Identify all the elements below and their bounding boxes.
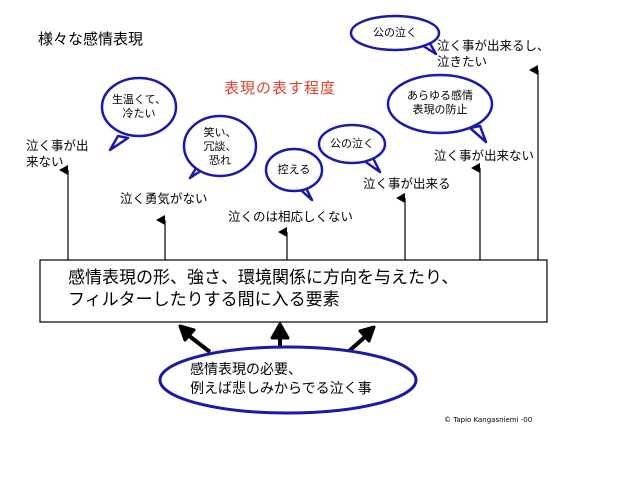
bubble-5-shape — [386, 73, 494, 144]
bubble-6-text: 公の泣く — [373, 26, 417, 39]
copyright-note: © Tapio Kangasniemi -00 — [444, 416, 533, 424]
bold-arrow-left — [178, 324, 212, 354]
bubble-1-text: 生温くて、 冷たい — [111, 93, 167, 120]
label-5: 泣く事が出来ない — [434, 148, 535, 163]
label-6: 泣く事が出来るし、 泣きたい — [437, 38, 550, 69]
filter-box — [39, 259, 548, 323]
label-2: 泣く勇気がない — [120, 191, 208, 206]
bubble-5-text: あらゆる感情 表現の防止 — [407, 89, 473, 116]
bubble-4-text: 公の泣く — [330, 137, 374, 150]
bubble-3-shape — [264, 147, 324, 202]
bubble-2-shape — [182, 114, 258, 180]
source-ellipse-text: 感情表現の必要、 例えば悲しみからでる泣く事 — [190, 362, 372, 397]
source-ellipse — [158, 345, 418, 415]
bold-arrow-right — [346, 325, 376, 354]
bubble-6-shape — [349, 14, 441, 56]
bubble-1-shape — [100, 76, 178, 152]
bubble-3-text: 控える — [277, 163, 311, 176]
label-3: 泣くのは相応しくない — [228, 209, 354, 224]
label-1: 泣く事が出 来ない — [26, 138, 89, 169]
diagram-subtitle: 表現の表す程度 — [224, 79, 337, 97]
bubble-2-text: 笑い、 冗談、 恐れ — [203, 126, 237, 167]
label-4: 泣く事が出来る — [363, 176, 451, 191]
filter-box-text: 感情表現の形、強さ、環境関係に方向を与えたり、 フィルターしたりする間に入る要素 — [68, 268, 459, 311]
bubble-4-shape — [317, 123, 387, 174]
page-title: 様々な感情表現 — [38, 30, 144, 48]
